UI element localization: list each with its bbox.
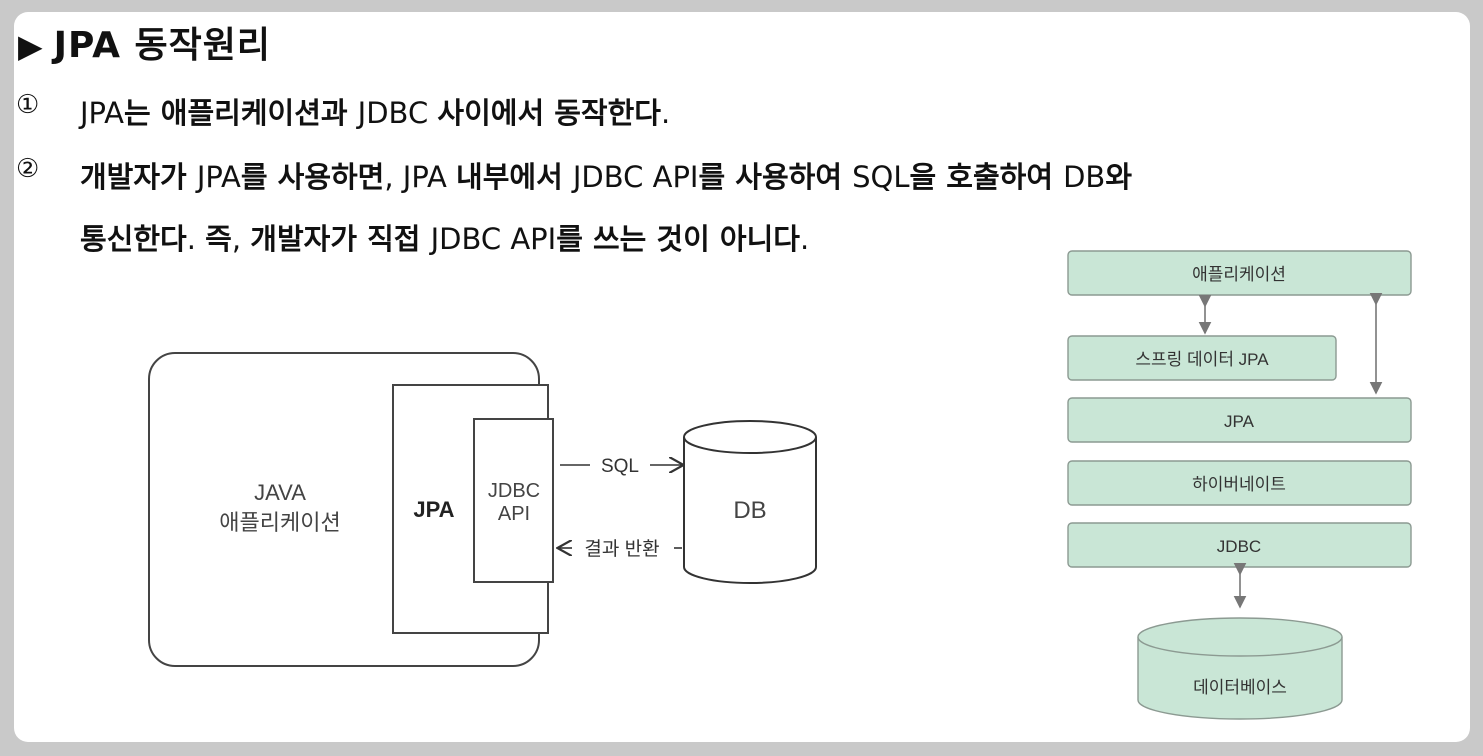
sql-label: SQL (601, 456, 639, 477)
java-label: JAVA (254, 480, 306, 505)
layer-hibernate (1067, 460, 1412, 506)
layer-application (1067, 250, 1412, 296)
java-app-label: 애플리케이션 (219, 510, 340, 535)
item-number: ② (16, 154, 40, 184)
slide-title: ▶JPA 동작원리 (18, 16, 271, 68)
layer-spring-data-jpa (1067, 335, 1337, 381)
api-label: API (498, 503, 530, 525)
layer-label: 하이버네이트 (1192, 475, 1286, 494)
db-label: DB (733, 497, 766, 524)
db-cylinder (683, 420, 817, 584)
layer-label: 애플리케이션 (1192, 265, 1286, 284)
item-line: JPA는 애플리케이션과 JDBC 사이에서 동작한다. (80, 96, 671, 130)
database-cylinder (1137, 617, 1343, 720)
slide-title-text: JPA 동작원리 (53, 25, 271, 66)
jdbc-label: JDBC (488, 480, 540, 502)
result-label: 결과 반환 (584, 538, 659, 560)
item-line: 개발자가 JPA를 사용하면, JPA 내부에서 JDBC API를 사용하여 … (80, 160, 1133, 194)
triangle-bullet-icon: ▶ (18, 27, 44, 65)
database-label: 데이터베이스 (1193, 678, 1287, 697)
layer-label: 스프링 데이터 JPA (1135, 350, 1269, 369)
layer-label: JPA (1224, 412, 1255, 431)
item-number: ① (16, 90, 40, 120)
jpa-label: JPA (413, 497, 454, 522)
item-line: 통신한다. 즉, 개발자가 직접 JDBC API를 쓰는 것이 아니다. (80, 222, 810, 256)
layer-jpa (1067, 397, 1412, 443)
jdbc-api-box (473, 418, 554, 583)
layer-label: JDBC (1217, 537, 1261, 556)
